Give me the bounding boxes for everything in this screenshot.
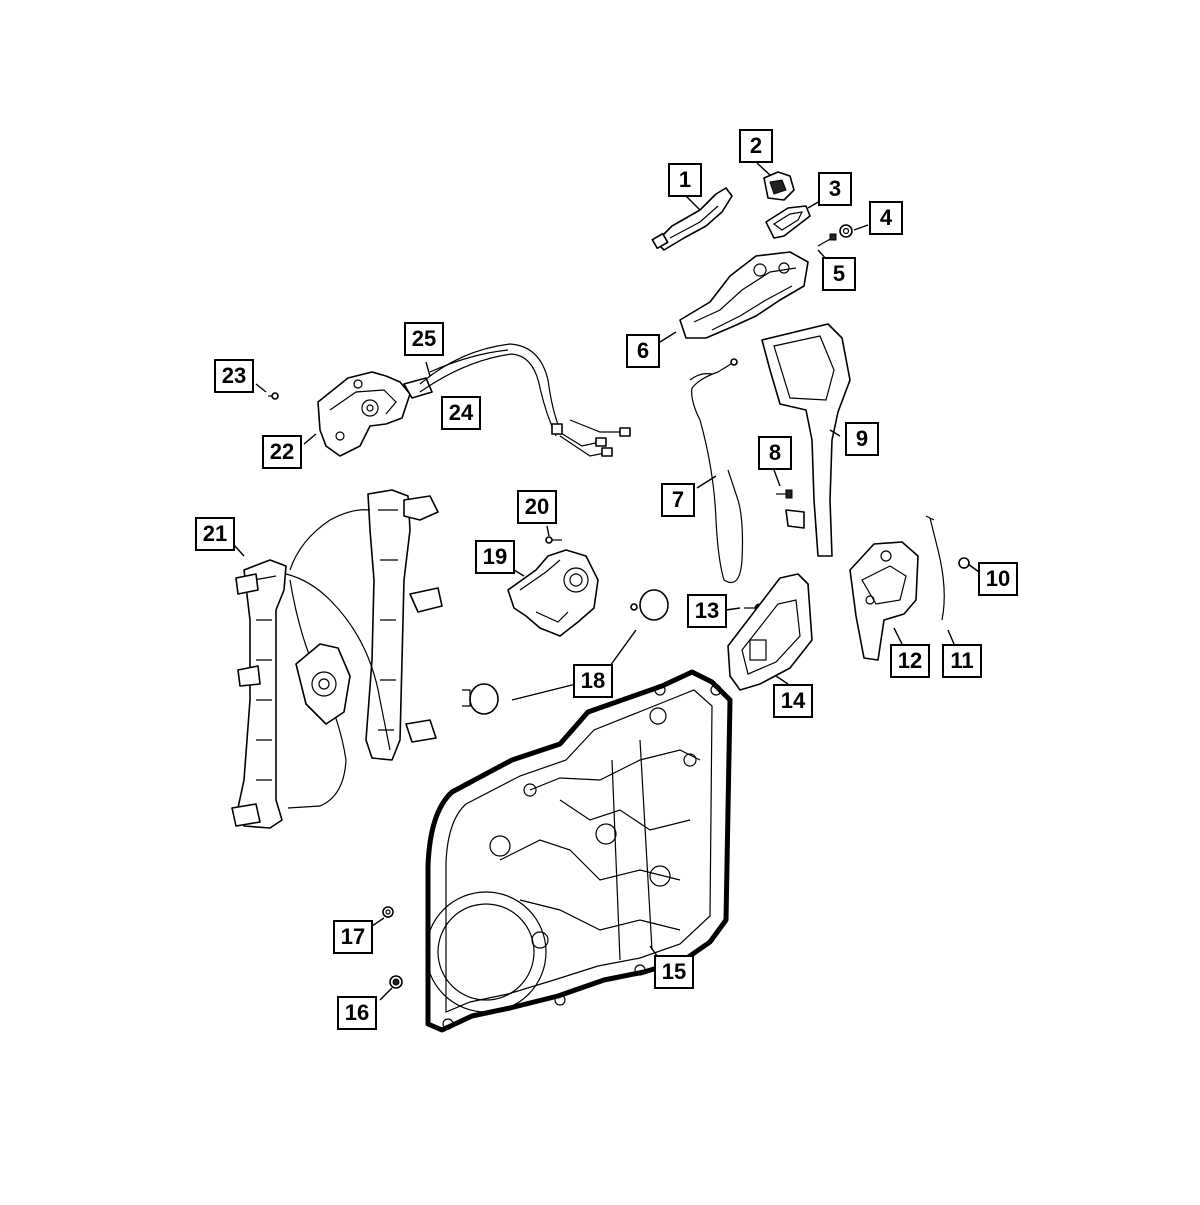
- callout-13: 13: [687, 594, 727, 628]
- part-14-bracket: [727, 573, 813, 691]
- part-10-plug: [958, 557, 970, 569]
- callout-5: 5: [822, 257, 856, 291]
- callout-18: 18: [573, 664, 613, 698]
- callout-6: 6: [626, 334, 660, 368]
- callout-22: 22: [262, 435, 302, 469]
- callout-16: 16: [337, 996, 377, 1030]
- part-4-nut: [839, 224, 853, 238]
- callout-14: 14: [773, 684, 813, 718]
- part-15-carrier-panel: [425, 669, 733, 1033]
- part-8-clip: [776, 489, 793, 499]
- callout-9: 9: [845, 422, 879, 456]
- callout-19: 19: [475, 540, 515, 574]
- part-19-regulator-motor: [507, 549, 599, 637]
- callout-20: 20: [517, 490, 557, 524]
- callout-24: 24: [441, 396, 481, 430]
- leader-lines: [233, 162, 980, 1001]
- callout-2: 2: [739, 129, 773, 163]
- callout-17: 17: [333, 920, 373, 954]
- callout-23: 23: [214, 359, 254, 393]
- callout-4: 4: [869, 201, 903, 235]
- part-5-screw: [817, 233, 837, 247]
- callout-10: 10: [978, 562, 1018, 596]
- part-9-carrier-bracket: [761, 323, 851, 557]
- part-2-handle-cap: [763, 171, 795, 201]
- part-22-door-latch: [317, 371, 433, 457]
- part-18-plugs: [462, 589, 669, 715]
- callout-1: 1: [668, 163, 702, 197]
- part-20-screw: [545, 536, 562, 544]
- part-23-screw: [268, 392, 279, 400]
- callout-7: 7: [661, 483, 695, 517]
- callout-15: 15: [654, 955, 694, 989]
- part-24-25-cables: [419, 343, 631, 457]
- part-3-gasket: [765, 205, 811, 239]
- callout-8: 8: [758, 436, 792, 470]
- part-1-outside-handle: [651, 187, 733, 251]
- part-17-fastener: [382, 906, 394, 918]
- part-11-rod: [925, 515, 945, 621]
- part-7-cable: [689, 358, 744, 584]
- callout-21: 21: [195, 517, 235, 551]
- part-12-latch: [849, 541, 919, 661]
- part-6-handle-bracket: [679, 251, 809, 339]
- callout-25: 25: [404, 322, 444, 356]
- callout-12: 12: [890, 644, 930, 678]
- callout-11: 11: [942, 644, 982, 678]
- part-16-push-pin: [389, 975, 403, 989]
- callout-3: 3: [818, 172, 852, 206]
- part-21-window-regulator: [231, 489, 443, 829]
